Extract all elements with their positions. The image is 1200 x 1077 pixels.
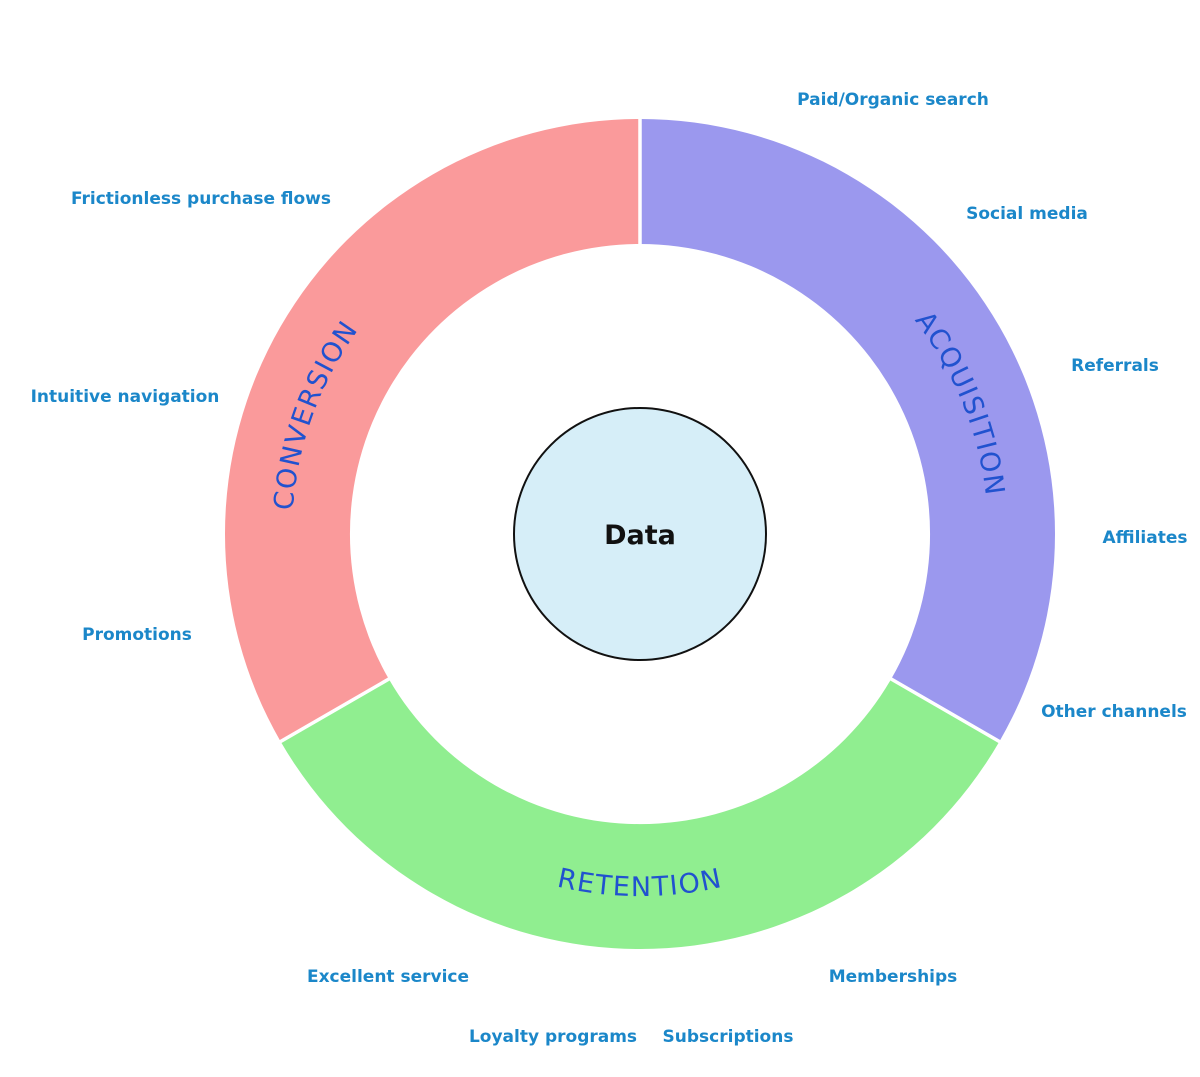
satellite-label-memberships: Memberships — [829, 967, 958, 987]
satellite-label-frictionless-purchase-flows: Frictionless purchase flows — [71, 189, 331, 209]
center-circle — [513, 407, 767, 661]
satellite-label-affiliates: Affiliates — [1102, 528, 1187, 548]
segment-divider — [275, 674, 395, 746]
satellite-label-other-channels: Other channels — [1041, 702, 1187, 722]
satellite-label-referrals: Referrals — [1071, 356, 1159, 376]
satellite-label-excellent-service: Excellent service — [307, 967, 469, 987]
segment-retention — [280, 679, 1000, 949]
satellite-label-promotions: Promotions — [82, 625, 192, 645]
satellite-label-subscriptions: Subscriptions — [663, 1027, 794, 1047]
satellite-labels: Paid/Organic search Social media Referra… — [31, 90, 1188, 1047]
segment-conversion — [225, 119, 641, 742]
satellite-label-paid-organic-search: Paid/Organic search — [797, 90, 989, 110]
segment-acquisition — [640, 119, 1055, 742]
satellite-label-social-media: Social media — [966, 204, 1088, 224]
satellite-label-loyalty-programs: Loyalty programs — [469, 1027, 637, 1047]
segment-dividers — [275, 114, 1005, 746]
satellite-label-intuitive-navigation: Intuitive navigation — [31, 387, 220, 407]
center-label: Data — [604, 520, 676, 551]
segment-divider — [885, 674, 1005, 746]
